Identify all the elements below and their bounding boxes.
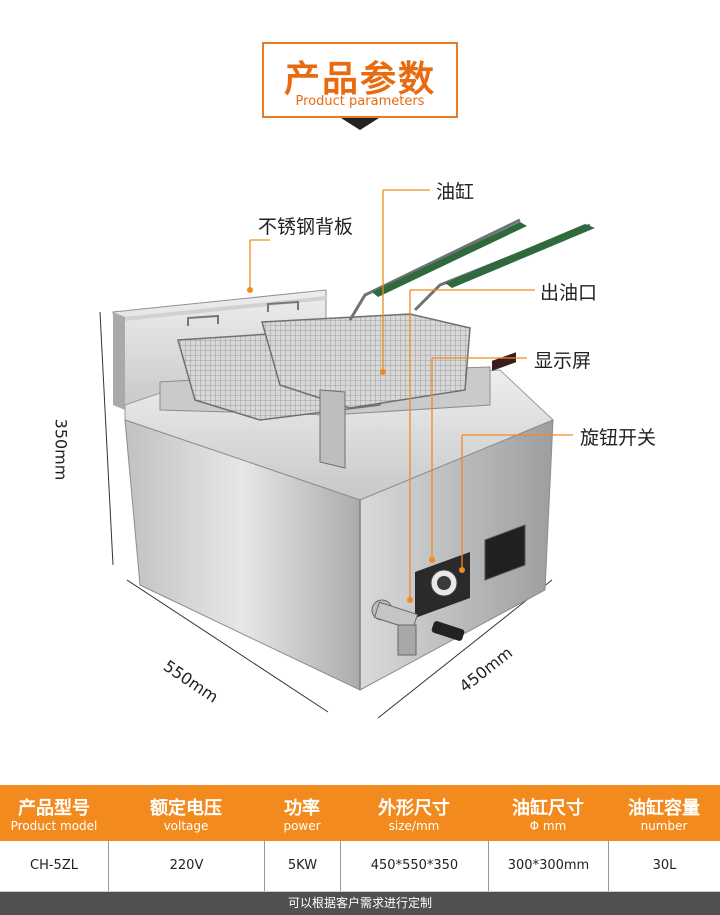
- value-model: CH-5ZL: [30, 858, 78, 873]
- col-size: 外形尺寸 size/mm: [340, 785, 488, 841]
- value-tank-size: 300*300mm: [488, 841, 608, 891]
- col-voltage-en: voltage: [163, 819, 209, 833]
- col-tank-size-cn: 油缸尺寸: [512, 798, 584, 819]
- col-model-en: Product model: [10, 819, 98, 833]
- col-model: 产品型号 Product model: [0, 785, 108, 841]
- header-frame: 产品参数 Product parameters: [262, 42, 458, 118]
- col-power: 功率 power: [264, 785, 340, 841]
- col-size-cn: 外形尺寸: [378, 798, 450, 819]
- col-size-en: size/mm: [388, 819, 440, 833]
- value-voltage: 220V: [108, 841, 264, 891]
- col-capacity-en: number: [640, 819, 688, 833]
- header-arrow-icon: [341, 118, 379, 130]
- page-subtitle: Product parameters: [295, 94, 425, 109]
- dimension-height: 350mm: [51, 418, 71, 481]
- callout-backplate: 不锈钢背板: [258, 216, 354, 238]
- col-voltage-cn: 额定电压: [150, 798, 222, 819]
- dimension-lines: [99, 311, 553, 719]
- callout-display: 显示屏: [534, 350, 592, 372]
- col-model-cn: 产品型号: [18, 798, 90, 819]
- col-capacity-cn: 油缸容量: [628, 798, 700, 819]
- callout-dots: [247, 287, 465, 603]
- fryer-illustration: [99, 189, 595, 719]
- spec-table-header: 产品型号 Product model 额定电压 voltage 功率 power…: [0, 785, 720, 841]
- callout-knob: 旋钮开关: [580, 427, 657, 449]
- col-power-cn: 功率: [284, 798, 320, 819]
- col-power-en: power: [283, 819, 321, 833]
- col-tank-size: 油缸尺寸 Φ mm: [488, 785, 608, 841]
- value-power: 5KW: [264, 841, 340, 891]
- table-row: CH-5ZL 220V 5KW 450*550*350 300*300mm 30…: [0, 841, 720, 892]
- callout-tank: 油缸: [436, 181, 475, 203]
- control-panel: [415, 352, 526, 618]
- fry-baskets: [177, 218, 595, 469]
- value-size: 450*550*350: [340, 841, 488, 891]
- col-voltage: 额定电压 voltage: [108, 785, 264, 841]
- page-title: 产品参数: [264, 50, 456, 102]
- customization-note: 可以根据客户需求进行定制: [0, 892, 720, 915]
- oil-outlet-valve: [371, 599, 465, 656]
- col-tank-size-en: Φ mm: [529, 819, 567, 833]
- col-capacity: 油缸容量 number: [608, 785, 720, 841]
- value-capacity: 30L: [608, 841, 720, 891]
- callout-lines: [249, 189, 573, 600]
- callout-outlet: 出油口: [540, 282, 598, 304]
